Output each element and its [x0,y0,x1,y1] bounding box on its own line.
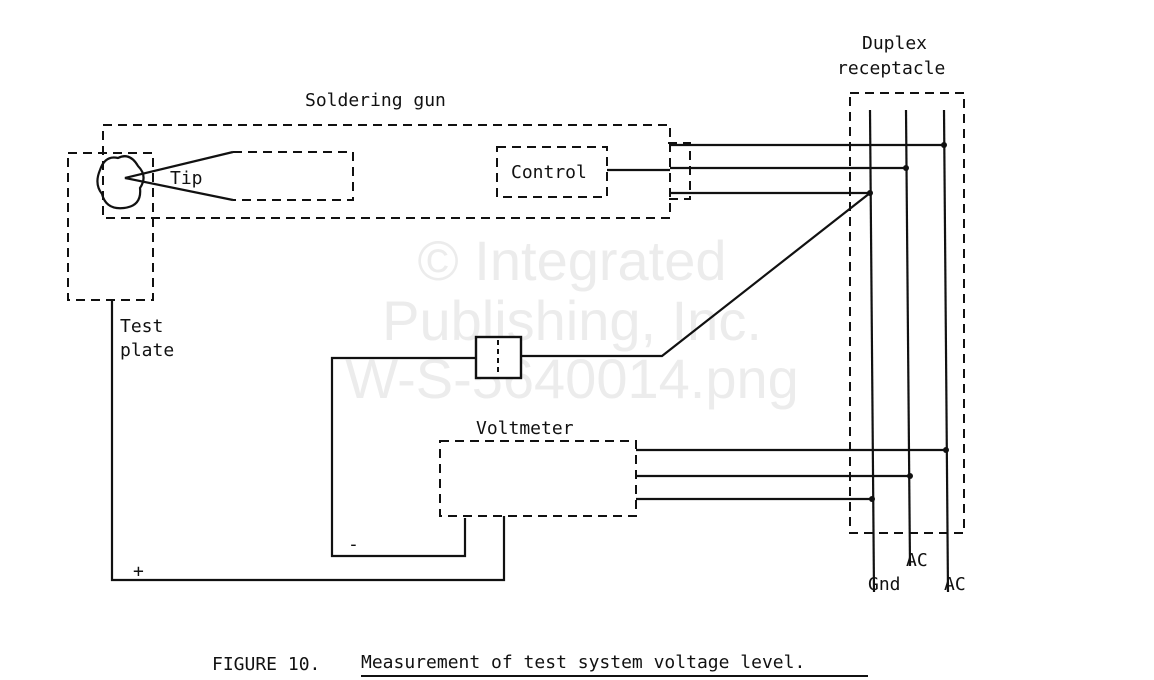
solder-joint-icon [96,155,145,210]
ac-wire-1 [904,109,912,567]
test-plate-label-1: Test [120,316,163,337]
duplex-label-2: receptacle [837,58,945,79]
tip-cone [124,150,234,202]
gnd-label: Gnd [868,574,901,595]
probe-wire [521,192,871,358]
duplex-label-1: Duplex [862,33,927,54]
watermark-line1: © Integrated [417,229,726,292]
minus-label: - [348,534,359,555]
ac-label-2: AC [944,574,966,595]
ac-label-1: AC [906,550,928,571]
gnd-wire [868,109,876,593]
tip-label: Tip [170,168,203,189]
soldering-gun-label: Soldering gun [305,90,446,111]
figure-number: FIGURE 10. [212,654,320,675]
minus-lead [330,356,476,558]
voltmeter-label: Voltmeter [476,418,574,439]
gun-plug [668,142,691,200]
ac-wire-2 [942,109,950,593]
voltmeter-box [439,440,637,517]
control-label: Control [511,162,587,183]
watermark: © Integrated Publishing, Inc. W-S-564001… [345,229,799,410]
watermark-line2: Publishing, Inc. [382,289,762,352]
control-box [496,146,608,198]
test-plate-box [67,152,154,301]
plus-lead [110,300,506,582]
gun-barrel-box [233,151,354,201]
figure-caption: Measurement of test system voltage level… [361,652,805,673]
plus-label: + [133,561,144,582]
duplex-receptacle-box [849,92,965,534]
test-plate-label-2: plate [120,340,174,361]
